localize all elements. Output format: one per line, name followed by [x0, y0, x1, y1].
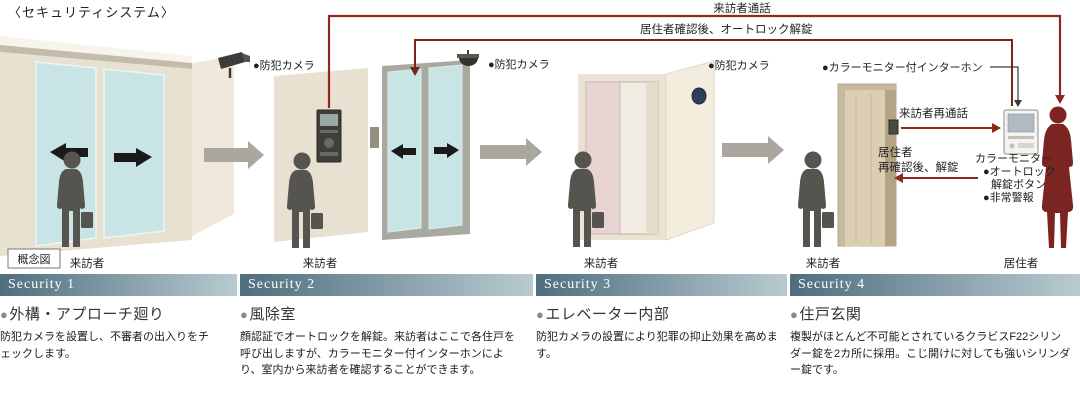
- bullet-icon: ●: [536, 307, 545, 322]
- security-1-header: Security 1: [0, 274, 237, 296]
- alarm-label: ●非常警報: [983, 190, 1034, 204]
- flow-line-autolock-release: 居住者確認後、オートロック解錠: [410, 22, 1013, 106]
- scene-elevator: 来訪者: [567, 60, 715, 270]
- security-4-title: ●住戸玄関: [790, 307, 862, 323]
- wall-panel: [370, 127, 379, 148]
- security-4-desc: 複製がほとんど不可能とされているクラビスF22シリンダー錠を2カ所に採用。こじ開…: [790, 331, 1071, 376]
- security-3-title: ●エレベーター内部: [536, 307, 670, 323]
- windbreak-arrow-left-icon: [391, 144, 416, 159]
- resident-label: 居住者: [1004, 256, 1039, 270]
- visitor-figure-4: [797, 151, 834, 247]
- security-4-header: Security 4: [790, 274, 1080, 296]
- flow-line-unlock: 居住者 再確認後、解錠: [878, 145, 978, 183]
- visitor-label-4: 来訪者: [806, 256, 841, 270]
- entrance-side-wall: [192, 56, 234, 236]
- autolock-button-label-2: 解錠ボタン: [991, 177, 1046, 191]
- security-section-2: Security 2 ●風除室 顔認証でオートロックを解錠。来訪者はここで各住戸…: [240, 274, 533, 379]
- autolock-button-label-1: ●オートロック: [983, 165, 1056, 178]
- cctv-camera-icon-2: [457, 50, 479, 66]
- elevator-door-panel: [585, 81, 621, 235]
- cctv-camera-icon-1: [218, 52, 250, 78]
- visitor-label-2: 来訪者: [303, 256, 338, 270]
- door-panel: [845, 90, 885, 246]
- camera-label-2: ●防犯カメラ: [488, 57, 550, 71]
- flow-arrow-1-icon: [204, 141, 264, 169]
- security-2-desc: 顔認証でオートロックを解錠。来訪者はここで各住戸を呼び出しますが、カラーモニター…: [240, 331, 515, 376]
- arrowhead-down-icon: [1014, 100, 1022, 107]
- concept-box: [7, 248, 61, 269]
- security-2-title: ●風除室: [240, 307, 296, 323]
- security-2-header: Security 2: [240, 274, 533, 296]
- flow-arrow-2-icon: [480, 138, 542, 166]
- flow-arrow-3-icon: [722, 136, 784, 164]
- flow-line-visitor-recall: 来訪者再通話: [899, 106, 1001, 133]
- arrowhead-down-icon: [1055, 95, 1065, 104]
- intercom-leader-line: [990, 66, 1022, 107]
- scene-windbreak: 来訪者: [274, 60, 470, 270]
- security-1-desc: 防犯カメラを設置し、不審者の出入りをチェックします。: [0, 331, 209, 360]
- concept-label: 概念図: [18, 252, 51, 266]
- security-flow-diagram: 〈セキュリティシステム〉 来訪者 概念図 ●防犯カメラ: [0, 1, 1074, 270]
- entrance-fascia: [0, 36, 192, 63]
- security-section-3: Security 3 ●エレベーター内部 防犯カメラの設置により犯罪の抑止効果を…: [536, 274, 787, 362]
- page-title: 〈セキュリティシステム〉: [8, 5, 175, 20]
- elevator-interior-shade: [646, 82, 658, 234]
- resident-figure: [1041, 106, 1074, 248]
- entrance-shadow-band: [0, 45, 192, 69]
- resident-recheck-label-1: 居住者: [878, 145, 913, 159]
- door-open-arrow-right-icon: [114, 148, 152, 167]
- color-monitor-label: カラーモニター: [975, 152, 1052, 165]
- security-3-header: Security 3: [536, 274, 787, 296]
- visitor-call-label: 来訪者通話: [713, 1, 771, 15]
- arrowhead-down-icon: [410, 67, 420, 76]
- security-section-4: Security 4 ●住戸玄関 複製がほとんど不可能とされているクラビスF22…: [790, 274, 1080, 379]
- resident-recheck-label-2: 再確認後、解錠: [878, 160, 959, 174]
- arrowhead-left-icon: [894, 173, 903, 183]
- scene-dwelling-door: 来訪者: [797, 83, 899, 270]
- visitor-label-1: 来訪者: [70, 256, 105, 270]
- door-intercom-unit: [888, 119, 899, 135]
- elevator-side-wall: [665, 60, 715, 241]
- monitor-intercom-label: ●カラーモニター付インターホン: [822, 61, 983, 74]
- autolock-release-label: 居住者確認後、オートロック解錠: [640, 22, 813, 36]
- camera-label-1: ●防犯カメラ: [253, 58, 315, 72]
- security-1-title: ●外構・アプローチ廻り: [0, 307, 165, 323]
- door-jamb: [885, 90, 896, 246]
- windbreak-arrow-right-icon: [434, 143, 459, 158]
- bullet-icon: ●: [0, 307, 9, 322]
- flow-line-visitor-call: 来訪者通話: [327, 1, 1065, 108]
- bullet-icon: ●: [790, 307, 799, 322]
- elevator-dome-camera-icon: [691, 87, 707, 105]
- arrowhead-right-icon: [992, 123, 1001, 133]
- camera-label-3: ●防犯カメラ: [708, 58, 770, 72]
- visitor-label-3: 来訪者: [584, 256, 619, 270]
- scene-approach: 来訪者 概念図: [0, 36, 234, 270]
- bullet-icon: ●: [240, 307, 249, 322]
- color-monitor-unit: [1003, 109, 1039, 155]
- security-section-1: Security 1 ●外構・アプローチ廻り 防犯カメラを設置し、不審者の出入り…: [0, 274, 237, 362]
- entrance-intercom-unit: [316, 109, 342, 163]
- visitor-recall-label: 来訪者再通話: [899, 106, 968, 120]
- security-3-desc: 防犯カメラの設置により犯罪の抑止効果を高めます。: [536, 331, 778, 360]
